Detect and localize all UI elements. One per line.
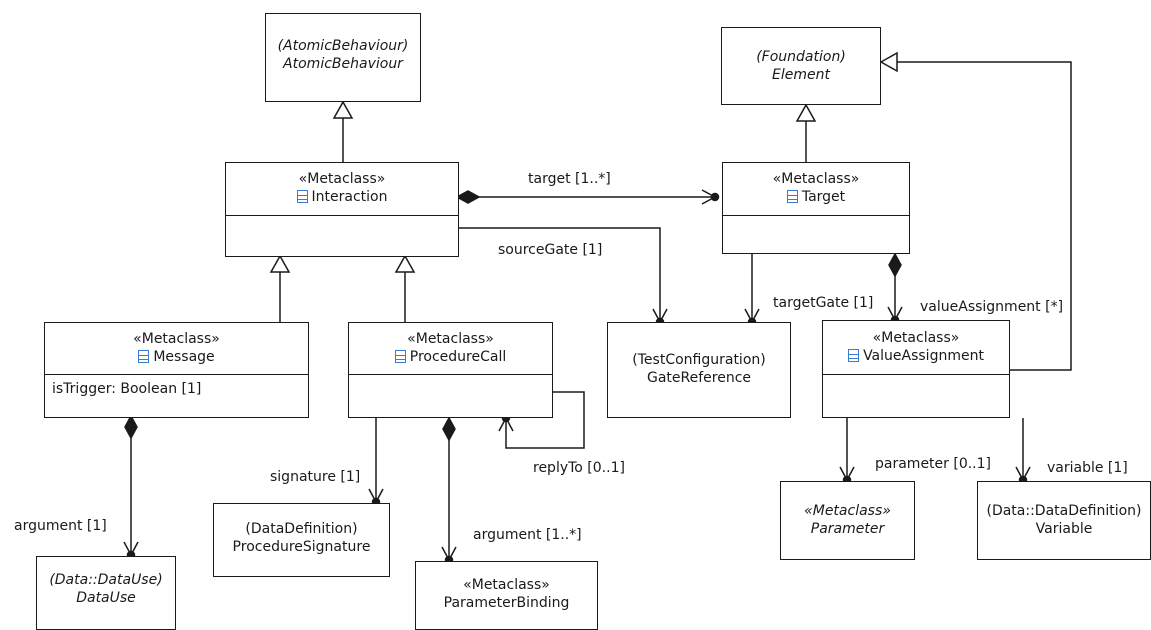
package-label: (DataDefinition): [245, 521, 358, 537]
generalization-arrowhead: [879, 51, 898, 73]
package-label: (Foundation): [756, 49, 846, 65]
label-signature: signature [1]: [270, 469, 361, 485]
class-element[interactable]: (Foundation) Element: [721, 27, 881, 105]
stereotype-label: «Metaclass»: [407, 331, 494, 347]
generalization-arrowhead: [269, 254, 291, 273]
class-message[interactable]: «Metaclass» Message isTrigger: Boolean […: [44, 322, 309, 418]
stereotype-label: «Metaclass»: [772, 171, 860, 187]
label-parameter: parameter [0..1]: [875, 456, 991, 472]
compartment-divider: [226, 215, 458, 216]
class-datause[interactable]: (Data::DataUse) DataUse: [36, 556, 176, 630]
compartment-divider: [45, 374, 308, 375]
package-label: (TestConfiguration): [632, 352, 766, 368]
class-parameter[interactable]: «Metaclass» Parameter: [780, 481, 915, 560]
label-replyto: replyTo [0..1]: [533, 460, 625, 476]
generalization-arrowhead: [332, 100, 354, 119]
label-argument-message: argument [1]: [14, 518, 107, 534]
composition-diamond: [442, 416, 456, 442]
class-name: Parameter: [810, 521, 885, 537]
association-sourcegate: [458, 227, 668, 324]
class-name: ParameterBinding: [443, 595, 570, 611]
class-name-row: ProcedureCall: [349, 348, 552, 366]
compartment-divider: [723, 215, 909, 216]
class-target[interactable]: «Metaclass» Target: [722, 162, 910, 254]
class-name: Target: [801, 189, 846, 205]
class-icon: [138, 350, 150, 363]
association-replyto: [498, 391, 585, 449]
class-name-row: ValueAssignment: [823, 347, 1009, 365]
class-name: ProcedureSignature: [232, 539, 371, 555]
package-label: (Data::DataUse): [49, 572, 163, 588]
stereotype-label: «Metaclass»: [804, 503, 891, 519]
class-interaction[interactable]: «Metaclass» Interaction: [225, 162, 459, 257]
stereotype-label: «Metaclass»: [133, 331, 220, 347]
label-argument-procedure: argument [1..*]: [473, 527, 582, 543]
compartment-divider: [349, 374, 552, 375]
class-icon: [786, 190, 798, 203]
class-atomicbehaviour[interactable]: (AtomicBehaviour) AtomicBehaviour: [265, 13, 421, 102]
generalization-arrowhead: [394, 254, 416, 273]
label-target: target [1..*]: [528, 171, 611, 187]
class-name: GateReference: [646, 370, 752, 386]
class-name: ValueAssignment: [863, 348, 984, 364]
attribute-istrigger: isTrigger: Boolean [1]: [52, 381, 202, 397]
label-valueassignment: valueAssignment [*]: [920, 299, 1064, 315]
class-name: ProcedureCall: [409, 349, 507, 365]
class-variable[interactable]: (Data::DataDefinition) Variable: [977, 481, 1151, 560]
compartment-divider: [823, 374, 1009, 375]
label-variable: variable [1]: [1047, 460, 1128, 476]
class-name: DataUse: [76, 590, 136, 606]
class-icon: [394, 350, 406, 363]
composition-diamond: [888, 252, 902, 278]
class-name-row: Interaction: [226, 188, 458, 206]
class-name-row: Target: [723, 188, 909, 206]
label-sourcegate: sourceGate [1]: [498, 242, 603, 258]
class-name: Message: [153, 349, 215, 365]
class-procedurecall[interactable]: «Metaclass» ProcedureCall: [348, 322, 553, 418]
class-name: Interaction: [311, 189, 388, 205]
label-targetgate: targetGate [1]: [773, 295, 874, 311]
class-name-row: Message: [45, 348, 308, 366]
composition-diamond: [124, 414, 138, 440]
stereotype-label: «Metaclass»: [463, 577, 550, 593]
class-name: AtomicBehaviour: [283, 56, 403, 72]
generalization-arrowhead: [795, 103, 817, 122]
class-name: Element: [772, 67, 830, 83]
composition-diamond: [455, 190, 481, 204]
class-icon: [296, 190, 308, 203]
package-label: (Data::DataDefinition): [986, 503, 1142, 519]
class-valueassignment[interactable]: «Metaclass» ValueAssignment: [822, 320, 1010, 418]
package-label: (AtomicBehaviour): [277, 38, 409, 54]
class-name: Variable: [1035, 521, 1093, 537]
stereotype-label: «Metaclass»: [298, 171, 386, 187]
stereotype-label: «Metaclass»: [872, 330, 960, 346]
class-gatereference[interactable]: (TestConfiguration) GateReference: [607, 322, 791, 418]
class-parameterbinding[interactable]: «Metaclass» ParameterBinding: [415, 561, 598, 630]
class-icon: [848, 349, 860, 362]
class-proceduresignature[interactable]: (DataDefinition) ProcedureSignature: [213, 503, 390, 577]
